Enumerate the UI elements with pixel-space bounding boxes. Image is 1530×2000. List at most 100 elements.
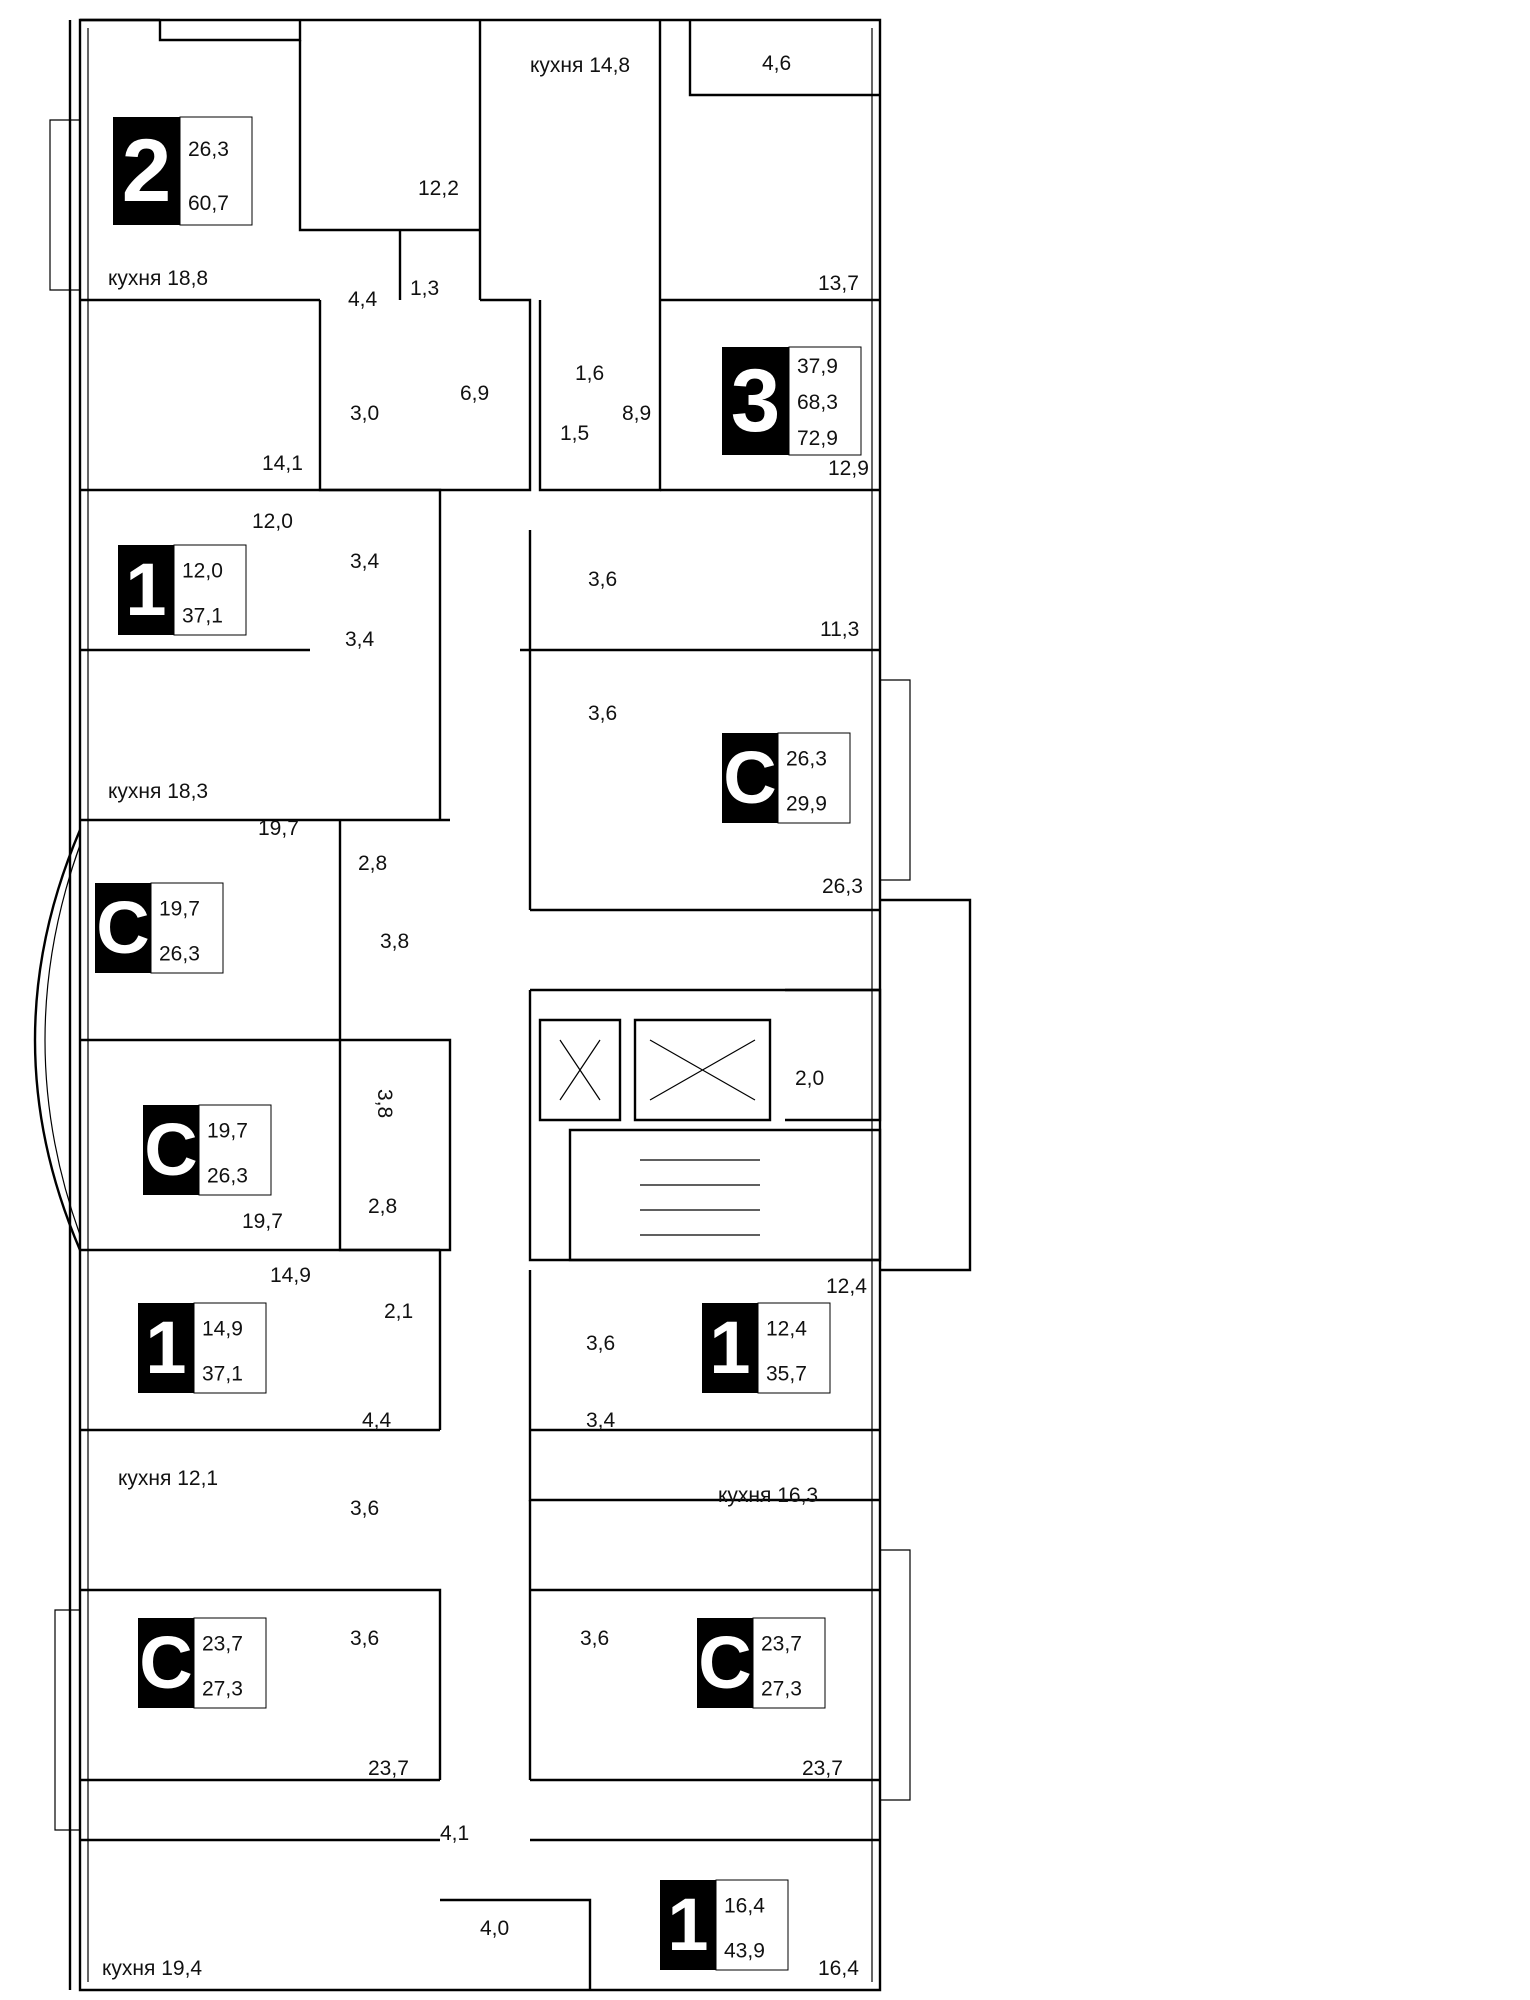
room-labels: кухня 14,8 4,6 12,2 кухня 18,8 1,3 4,4 1… xyxy=(102,52,869,1980)
apartment-values-frame xyxy=(179,116,253,226)
room-label: 4,4 xyxy=(362,1409,392,1432)
apartment-code: C xyxy=(698,1621,751,1704)
apartment-area-value: 43,9 xyxy=(724,1939,765,1962)
room-label: кухня 12,1 xyxy=(118,1467,218,1490)
room-label: 3,6 xyxy=(588,568,617,591)
room-label: кухня 14,8 xyxy=(530,54,630,77)
apartment-code: 2 xyxy=(122,120,172,220)
room-label: 14,1 xyxy=(262,452,303,475)
apartment-badge-7 xyxy=(138,1303,194,1393)
apartment-badge-1 xyxy=(113,117,180,225)
apartment-badge-9 xyxy=(138,1618,194,1708)
apartment-badge-8 xyxy=(702,1303,758,1393)
room-label: 3,0 xyxy=(350,402,379,425)
apartment-code: C xyxy=(723,736,776,819)
room-label: 2,8 xyxy=(358,852,387,875)
apartment-values-frame xyxy=(198,1104,272,1196)
apartment-badge-11 xyxy=(660,1880,716,1970)
apartment-area-value: 23,7 xyxy=(761,1632,802,1655)
apartment-values-frame xyxy=(193,1617,267,1709)
apartment-area-value: 29,9 xyxy=(786,792,827,815)
apartment-badge-6 xyxy=(143,1105,199,1195)
room-label: 4,1 xyxy=(440,1822,469,1845)
apartment-area-value: 16,4 xyxy=(724,1894,765,1917)
apartment-values-frame xyxy=(788,346,862,456)
apartment-area-value: 27,3 xyxy=(761,1677,802,1700)
room-label: кухня 16,3 xyxy=(718,1484,818,1507)
room-label: 12,9 xyxy=(828,457,869,480)
apartment-area-value: 27,3 xyxy=(202,1677,243,1700)
apartment-area-value: 14,9 xyxy=(202,1317,243,1340)
apartment-code: 1 xyxy=(709,1306,750,1389)
apartment-area-value: 37,9 xyxy=(797,355,838,378)
room-label: 26,3 xyxy=(822,875,863,898)
room-label: 3,8 xyxy=(380,930,409,953)
room-label: кухня 18,8 xyxy=(108,267,208,290)
apartment-values-frame xyxy=(173,544,247,636)
apartment-badge-4 xyxy=(722,733,778,823)
apartment-values-frame xyxy=(757,1302,831,1394)
apartment-badge-3 xyxy=(118,545,174,635)
room-label: 4,6 xyxy=(762,52,791,75)
apartment-badge-5 xyxy=(95,883,151,973)
room-label: 14,9 xyxy=(270,1264,311,1287)
apartment-area-value: 12,0 xyxy=(182,559,223,582)
apartment-code: 3 xyxy=(731,350,781,450)
room-label: 12,2 xyxy=(418,177,459,200)
apartment-badge-10 xyxy=(697,1618,753,1708)
room-label: 2,1 xyxy=(384,1300,413,1323)
room-label: 11,3 xyxy=(820,618,859,641)
room-label: 8,9 xyxy=(622,402,651,425)
room-label: 1,6 xyxy=(575,362,604,385)
apartment-values-frame xyxy=(752,1617,826,1709)
apartment-area-value: 23,7 xyxy=(202,1632,243,1655)
apartment-area-value: 26,3 xyxy=(188,138,229,161)
room-label: 12,0 xyxy=(252,510,293,533)
room-label: 3,4 xyxy=(586,1409,616,1432)
apartment-code: 1 xyxy=(667,1883,708,1966)
apartment-area-value: 26,3 xyxy=(159,942,200,965)
apartment-area-value: 68,3 xyxy=(797,391,838,414)
apartment-area-value: 19,7 xyxy=(159,897,200,920)
apartment-area-value: 72,9 xyxy=(797,427,838,450)
room-label: кухня 18,3 xyxy=(108,780,208,803)
room-label: 4,0 xyxy=(480,1917,509,1940)
room-label: 19,7 xyxy=(242,1210,283,1233)
room-label: 3,6 xyxy=(350,1497,379,1520)
apartment-code: 1 xyxy=(125,548,166,631)
walls xyxy=(33,18,972,1992)
apartment-code: C xyxy=(96,886,149,969)
room-label: 16,4 xyxy=(818,1957,859,1980)
apartment-code: 1 xyxy=(145,1306,186,1389)
apartment-area-value: 12,4 xyxy=(766,1317,807,1340)
apartment-values-frame xyxy=(150,882,224,974)
apartment-area-value: 37,1 xyxy=(182,604,223,627)
room-label: 13,7 xyxy=(818,272,859,295)
room-label: 2,0 xyxy=(795,1067,824,1090)
room-label: 3,6 xyxy=(588,702,617,725)
apartment-area-value: 60,7 xyxy=(188,192,229,215)
apartment-badge-2 xyxy=(722,347,789,455)
apartment-area-value: 37,1 xyxy=(202,1362,243,1385)
room-label: 12,4 xyxy=(826,1275,867,1298)
room-label: 6,9 xyxy=(460,382,489,405)
room-label: 3,8 xyxy=(373,1089,396,1118)
apartment-code: C xyxy=(139,1621,192,1704)
room-label: 23,7 xyxy=(368,1757,409,1780)
apartment-values-frame xyxy=(193,1302,267,1394)
room-label: кухня 19,4 xyxy=(102,1957,202,1980)
room-label: 3,4 xyxy=(350,550,380,573)
room-label: 1,3 xyxy=(410,277,439,300)
room-label: 3,4 xyxy=(345,628,375,651)
apartment-values-frame xyxy=(715,1879,789,1971)
room-label: 4,4 xyxy=(348,288,378,311)
room-label: 19,7 xyxy=(258,817,299,840)
apartment-area-value: 35,7 xyxy=(766,1362,807,1385)
room-label: 3,6 xyxy=(350,1627,379,1650)
room-label: 2,8 xyxy=(368,1195,397,1218)
apartment-code: C xyxy=(144,1108,197,1191)
room-label: 23,7 xyxy=(802,1757,843,1780)
apartment-area-value: 26,3 xyxy=(207,1164,248,1187)
